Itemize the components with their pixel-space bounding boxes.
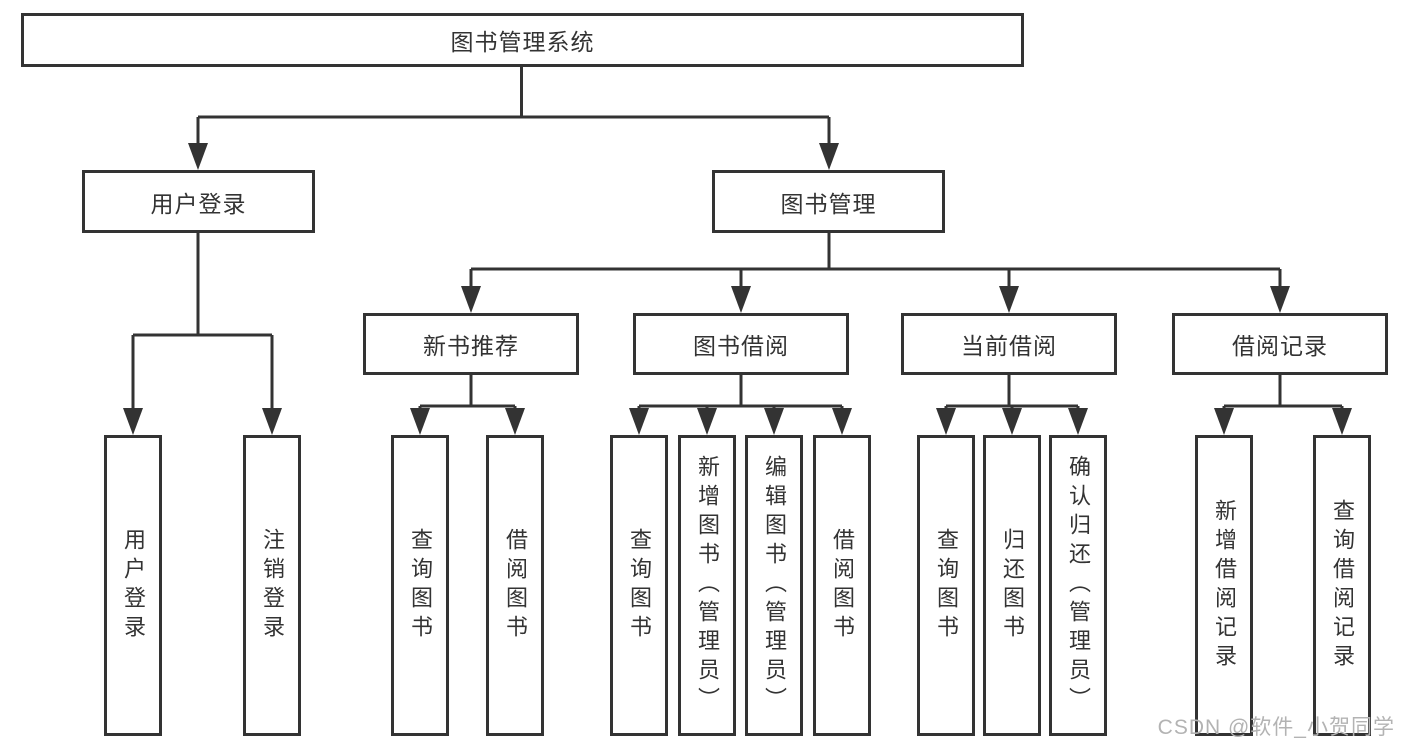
leaf-recommend-query-book-label: 查询图书 (408, 527, 433, 644)
leaf-borrow-add-book: 新增图书（管理员） (678, 435, 736, 736)
leaf-login-label: 用户登录 (121, 527, 146, 644)
node-borrow-records: 借阅记录 (1172, 313, 1388, 375)
leaf-current-query-book: 查询图书 (917, 435, 975, 736)
leaf-borrow-query-book-label: 查询图书 (627, 527, 652, 644)
leaf-borrow-query-book: 查询图书 (610, 435, 668, 736)
node-root: 图书管理系统 (21, 13, 1024, 67)
watermark: CSDN @软件_小贺同学 (1157, 716, 1395, 739)
node-book-borrow-label: 图书借阅 (693, 333, 789, 359)
leaf-login: 用户登录 (104, 435, 162, 736)
leaf-logout: 注销登录 (243, 435, 301, 736)
leaf-current-query-book-label: 查询图书 (934, 527, 959, 644)
node-book-management-label: 图书管理 (780, 190, 877, 217)
leaf-current-return-book-label: 归还图书 (1000, 527, 1025, 644)
leaf-borrow-edit-book-label: 编辑图书（管理员） (762, 455, 787, 716)
leaf-records-add-record: 新增借阅记录 (1195, 435, 1253, 736)
leaf-borrow-edit-book: 编辑图书（管理员） (745, 435, 803, 736)
leaf-recommend-query-book: 查询图书 (391, 435, 449, 736)
node-new-book-recommend: 新书推荐 (363, 313, 579, 375)
leaf-recommend-borrow-book-label: 借阅图书 (503, 527, 528, 644)
node-new-book-recommend-label: 新书推荐 (423, 333, 519, 359)
leaf-records-query-record: 查询借阅记录 (1313, 435, 1371, 736)
leaf-current-confirm-return: 确认归还（管理员） (1049, 435, 1107, 736)
leaf-records-add-record-label: 新增借阅记录 (1212, 498, 1237, 673)
leaf-records-query-record-label: 查询借阅记录 (1330, 498, 1355, 673)
node-root-label: 图书管理系统 (450, 29, 595, 55)
leaf-recommend-borrow-book: 借阅图书 (486, 435, 544, 736)
leaf-current-confirm-return-label: 确认归还（管理员） (1066, 455, 1091, 716)
node-current-borrow: 当前借阅 (901, 313, 1117, 375)
leaf-borrow-borrow-book-label: 借阅图书 (830, 527, 855, 644)
node-current-borrow-label: 当前借阅 (961, 333, 1057, 359)
node-borrow-records-label: 借阅记录 (1232, 333, 1328, 359)
node-book-borrow: 图书借阅 (633, 313, 849, 375)
node-user-login-label: 用户登录 (150, 190, 247, 217)
arrowheads (123, 143, 1352, 435)
node-book-management: 图书管理 (712, 170, 945, 233)
leaf-borrow-borrow-book: 借阅图书 (813, 435, 871, 736)
node-user-login: 用户登录 (82, 170, 315, 233)
leaf-borrow-add-book-label: 新增图书（管理员） (695, 455, 720, 716)
leaf-current-return-book: 归还图书 (983, 435, 1041, 736)
leaf-logout-label: 注销登录 (260, 527, 285, 644)
